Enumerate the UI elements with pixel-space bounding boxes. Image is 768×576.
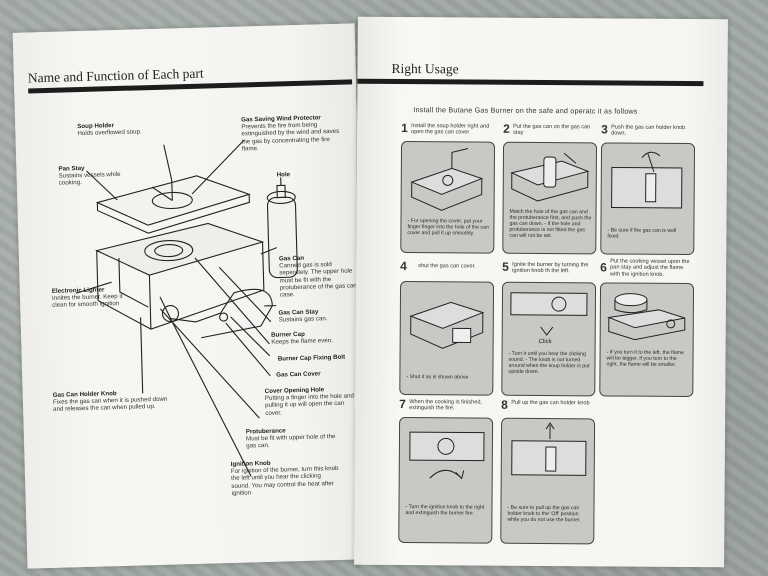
- right-page: Right Usage Install the Butane Gas Burne…: [354, 16, 728, 568]
- step-illustration: Click - Turn it until you hear the click…: [501, 281, 597, 397]
- step-note: - Turn it until you hear the clicking so…: [508, 350, 590, 375]
- left-page: Name and Function of Each part: [12, 23, 370, 569]
- ignite-knob-drawing: Click: [510, 292, 588, 345]
- step-illustration: - If you turn it to the left, the flame …: [599, 282, 695, 398]
- step-note: - For opening the cover, put your finger…: [407, 218, 489, 237]
- step-number: 4: [400, 259, 407, 274]
- step-illustration: - Be sure if the gas can is well fixed.: [600, 142, 696, 256]
- burner-body: [95, 222, 265, 276]
- step-illustration: - Shut it as is shown above: [399, 281, 495, 396]
- step-note: Match the hole of the gas can and the pr…: [509, 208, 592, 240]
- step-number: 2: [503, 121, 510, 136]
- step-illustration: - For opening the cover, put your finger…: [400, 141, 496, 254]
- right-page-title: Right Usage: [391, 60, 459, 77]
- right-title-bar: [357, 78, 704, 87]
- step-note: - If you turn it to the left, the flame …: [606, 349, 684, 368]
- step-number: 1: [401, 121, 408, 136]
- burner-diagram: [75, 140, 298, 477]
- usage-intro: Install the Butane Gas Burner on the saf…: [413, 105, 638, 116]
- step-instruction: shut the gas can cover.: [418, 263, 476, 270]
- label-hole: Hole: [276, 171, 291, 179]
- step-note: - Shut it as is shown above: [406, 374, 469, 381]
- step-note: - Be sure if the gas can is well fixed.: [607, 227, 677, 240]
- step-number: 8: [501, 397, 508, 412]
- svg-text:Click: Click: [539, 339, 553, 345]
- shut-cover-drawing: [409, 301, 485, 349]
- step-instruction: Put the gas can on the gas can stay: [513, 123, 591, 137]
- step-note: - Be sure to pull up the gas can holder …: [507, 504, 581, 524]
- cooking-vessel-drawing: [606, 293, 686, 341]
- extinguish-drawing: [409, 431, 485, 480]
- step-instruction: Push the gas can holder knob down.: [611, 124, 686, 137]
- step-illustration: - Be sure to pull up the gas can holder …: [500, 417, 596, 545]
- insert-gas-can-drawing: [510, 152, 590, 202]
- step-note: - Turn the ignition knob to the right an…: [405, 504, 485, 517]
- step-illustration: Match the hole of the gas can and the pr…: [502, 141, 598, 255]
- step-instruction: When the cooking is finished, extinguish…: [409, 399, 483, 412]
- step-number: 3: [601, 122, 608, 137]
- push-knob-drawing: [611, 151, 683, 209]
- step-illustration: - Turn the ignition knob to the right an…: [398, 417, 494, 544]
- step-instruction: Pull up the gas can holder knob: [511, 399, 590, 407]
- pull-knob-drawing: [511, 422, 587, 476]
- step-instruction: Install the soup holder right and open t…: [411, 123, 490, 136]
- step-number: 6: [600, 260, 607, 275]
- step-instruction: Put the cooking vessel upon the pan stay…: [610, 258, 690, 278]
- step-number: 5: [502, 259, 509, 274]
- burner-open-cover-drawing: [410, 148, 484, 211]
- step-instruction: Ignite the burner by turning the ignitio…: [512, 261, 589, 275]
- step-number: 7: [399, 397, 406, 412]
